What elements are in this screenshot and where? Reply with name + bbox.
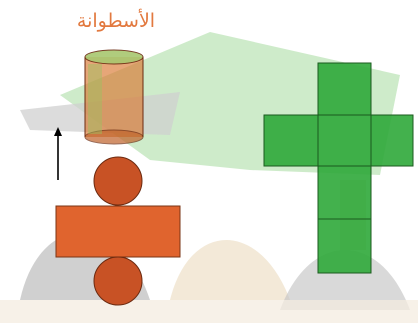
- cuboid-net-face-bottom: [317, 218, 372, 274]
- cuboid-net-face-right: [370, 114, 414, 167]
- cylinder-3d: [84, 49, 144, 145]
- cuboid-net-face-top: [317, 62, 372, 116]
- cylinder-net-rectangle: [55, 205, 181, 258]
- cuboid-net-face-lower: [317, 165, 372, 220]
- cuboid-net-face-center: [317, 114, 372, 167]
- cylinder-body: [85, 57, 143, 137]
- cuboid-net-face-left: [263, 114, 319, 167]
- cylinder-net-bottom-circle: [93, 256, 143, 306]
- up-arrow-icon: [54, 127, 62, 180]
- watermark-arch-middle: [170, 240, 290, 300]
- watermark-arch-right: [280, 250, 410, 310]
- watermark-base-stripe: [0, 300, 418, 323]
- cuboid-net: [263, 62, 414, 274]
- cylinder-net: [55, 156, 181, 306]
- cylinder-net-top-circle: [93, 156, 143, 206]
- cylinder-top-base: [84, 49, 144, 65]
- figure-title: الأسطوانة: [77, 9, 155, 32]
- cylinder-body-highlight: [88, 64, 102, 134]
